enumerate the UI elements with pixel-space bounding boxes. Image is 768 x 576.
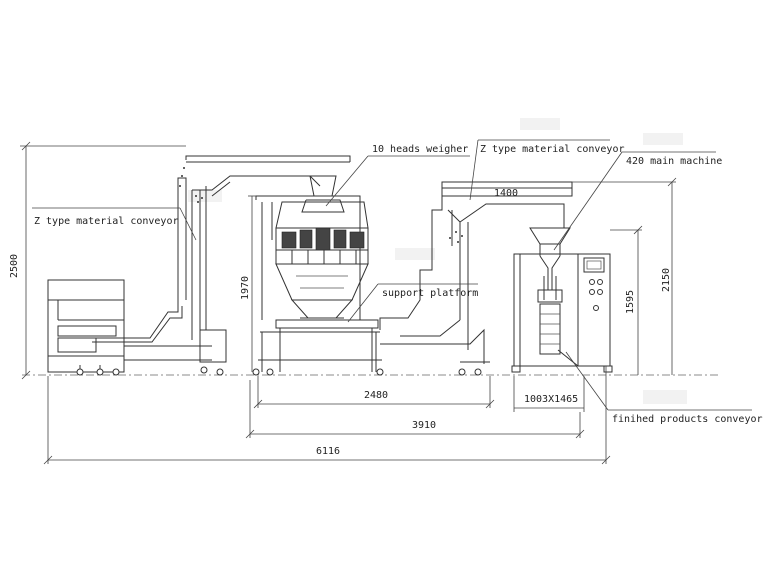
- total-height-dim: 2500: [9, 254, 20, 278]
- z-conveyor-right-label: Z type material conveyor: [480, 144, 625, 155]
- packing-machine: [511, 253, 613, 373]
- watermark-block: [643, 390, 687, 404]
- conveyor-top-dim: 1400: [494, 188, 518, 199]
- platform-length-dim: 2480: [364, 390, 388, 401]
- right-z-conveyor: [379, 181, 573, 376]
- dimension-lines: [20, 141, 677, 465]
- weigher-to-main-dim: 3910: [412, 420, 436, 431]
- finished-conveyor-label: finihed products conveyor: [612, 414, 763, 425]
- support-platform-label: support platform: [382, 288, 478, 299]
- z-conveyor-left-label: Z type material conveyor: [34, 216, 179, 227]
- left-z-conveyor: [92, 155, 351, 376]
- heads-weigher-label: 10 heads weigher: [372, 144, 468, 155]
- watermark-block: [643, 133, 683, 145]
- main-machine-label: 420 main machine: [626, 156, 722, 167]
- platform-height-dim: 1970: [240, 276, 251, 300]
- leader-lines: [32, 139, 752, 411]
- support-platform: [252, 319, 384, 376]
- watermark-block: [395, 248, 435, 260]
- main-machine-height-dim: 2150: [661, 268, 672, 292]
- watermark-block: [188, 190, 222, 202]
- multihead-weigher: [255, 175, 369, 320]
- feed-hopper: [47, 279, 125, 376]
- main-body-height-dim: 1595: [625, 290, 636, 314]
- total-length-dim: 6116: [316, 446, 340, 457]
- main-footprint-dim: 1003X1465: [524, 394, 578, 405]
- watermark-block: [520, 118, 560, 130]
